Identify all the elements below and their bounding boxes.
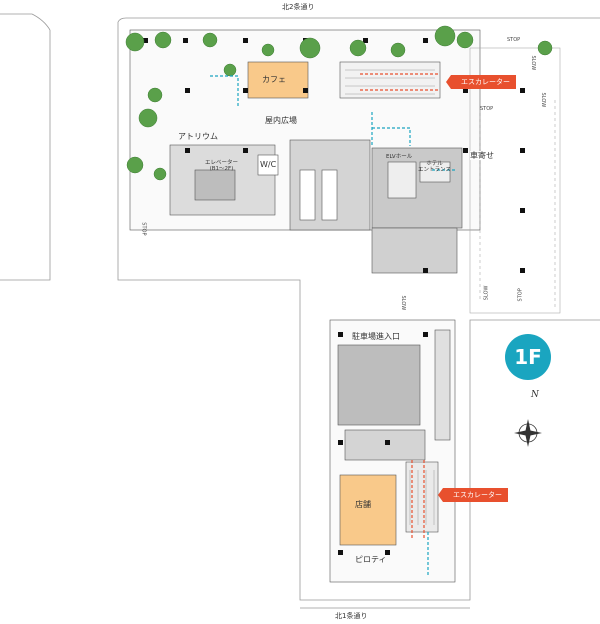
- elevator-label: エレベーター (B1～2F): [205, 160, 239, 173]
- wc-label: W/C: [260, 160, 277, 170]
- cafe-label: カフェ: [262, 75, 286, 84]
- trees: [125, 25, 553, 181]
- street-north-label: 北2条通り: [282, 3, 315, 11]
- stop-marking-vertical: STOP: [517, 288, 524, 302]
- street-outline: [0, 13, 600, 609]
- hotel-entrance-label: ホテル エントランス: [418, 161, 451, 174]
- indoor-plaza-label: 屋内広場: [265, 116, 297, 125]
- stop-marking-left: STOP: [140, 222, 147, 236]
- driveway: [469, 47, 561, 314]
- car-approach-label: 車寄せ: [470, 151, 494, 161]
- escalator-arrows: [360, 73, 440, 540]
- compass-north-label: N: [531, 390, 539, 400]
- south-block: [329, 319, 456, 583]
- pilotis-label: ピロティ: [355, 555, 387, 564]
- walking-paths: [210, 75, 455, 575]
- elv-hall-label: ELVホール: [386, 154, 413, 160]
- slow-marking-right: SLOW: [540, 92, 547, 108]
- shop-label: 店舗: [355, 500, 371, 509]
- escalator-badge-bottom: エスカレーター: [438, 488, 508, 502]
- slow-marking: SLOW: [530, 55, 537, 71]
- slow-marking-mid: SLOW: [483, 285, 490, 301]
- floor-badge: 1F: [505, 334, 551, 380]
- slow-marking-lower: SLOW: [400, 295, 407, 311]
- street-south-label: 北1条通り: [335, 612, 368, 620]
- compass: [514, 419, 542, 447]
- cafe-room: [247, 61, 309, 99]
- stop-marking: STOP: [507, 37, 521, 43]
- atrium-label: アトリウム: [178, 132, 218, 141]
- stop-marking-lower: STOP: [480, 106, 494, 112]
- escalator-badge-top: エスカレーター: [446, 75, 516, 89]
- shop-room: [339, 474, 397, 546]
- north-block: [129, 29, 481, 274]
- parking-entrance-label: 駐車場進入口: [352, 332, 400, 341]
